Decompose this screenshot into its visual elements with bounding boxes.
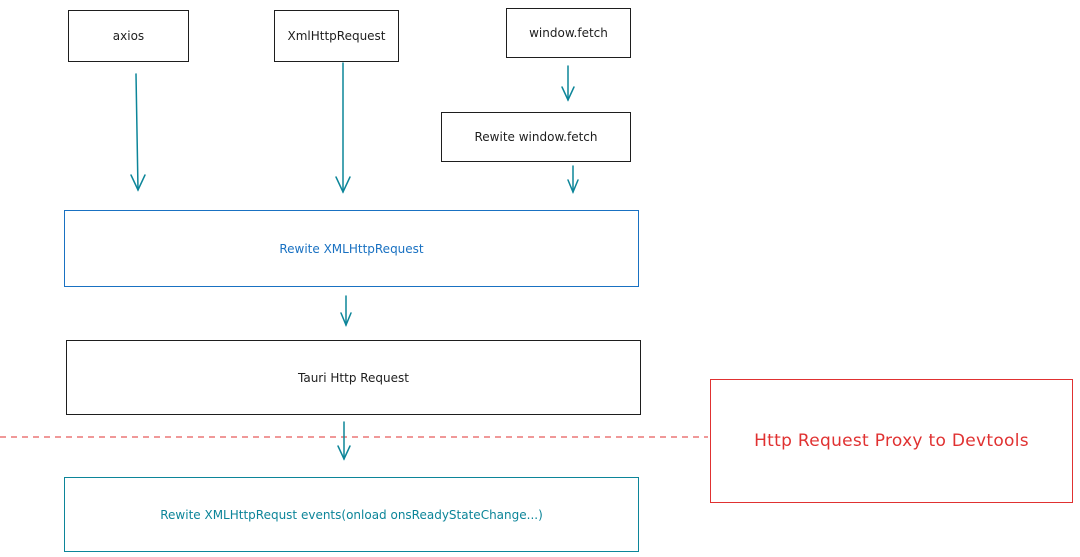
node-axios: axios — [68, 10, 189, 62]
node-rewrite-window-fetch: Rewite window.fetch — [441, 112, 631, 162]
node-http-proxy-devtools: Http Request Proxy to Devtools — [710, 379, 1073, 503]
node-rewrite-xhr-events-label: Rewite XMLHttpRequst events(onload onsRe… — [160, 507, 543, 522]
node-http-proxy-devtools-label: Http Request Proxy to Devtools — [754, 431, 1029, 451]
node-tauri-http-request-label: Tauri Http Request — [298, 370, 409, 385]
node-rewrite-xmlhttprequest-label: Rewite XMLHttpRequest — [279, 241, 424, 256]
node-window-fetch: window.fetch — [506, 8, 631, 58]
node-xmlhttprequest: XmlHttpRequest — [274, 10, 399, 62]
arrow-fetch-to-rewrite-fetch — [561, 65, 575, 102]
arrow-rewrite-xhr-to-tauri — [340, 295, 352, 327]
node-window-fetch-label: window.fetch — [529, 26, 608, 40]
arrow-rewrite-fetch-to-rewrite-xhr — [567, 165, 579, 194]
node-rewrite-window-fetch-label: Rewite window.fetch — [474, 130, 598, 144]
node-xmlhttprequest-label: XmlHttpRequest — [287, 29, 386, 43]
node-rewrite-xhr-events: Rewite XMLHttpRequst events(onload onsRe… — [64, 477, 639, 552]
node-tauri-http-request: Tauri Http Request — [66, 340, 641, 415]
node-axios-label: axios — [112, 29, 145, 43]
arrow-xhr-to-rewrite-xhr — [335, 62, 351, 194]
node-rewrite-xmlhttprequest: Rewite XMLHttpRequest — [64, 210, 639, 287]
arrow-axios-to-rewrite-xhr — [130, 73, 146, 192]
arrow-tauri-to-rewrite-events — [337, 421, 351, 461]
